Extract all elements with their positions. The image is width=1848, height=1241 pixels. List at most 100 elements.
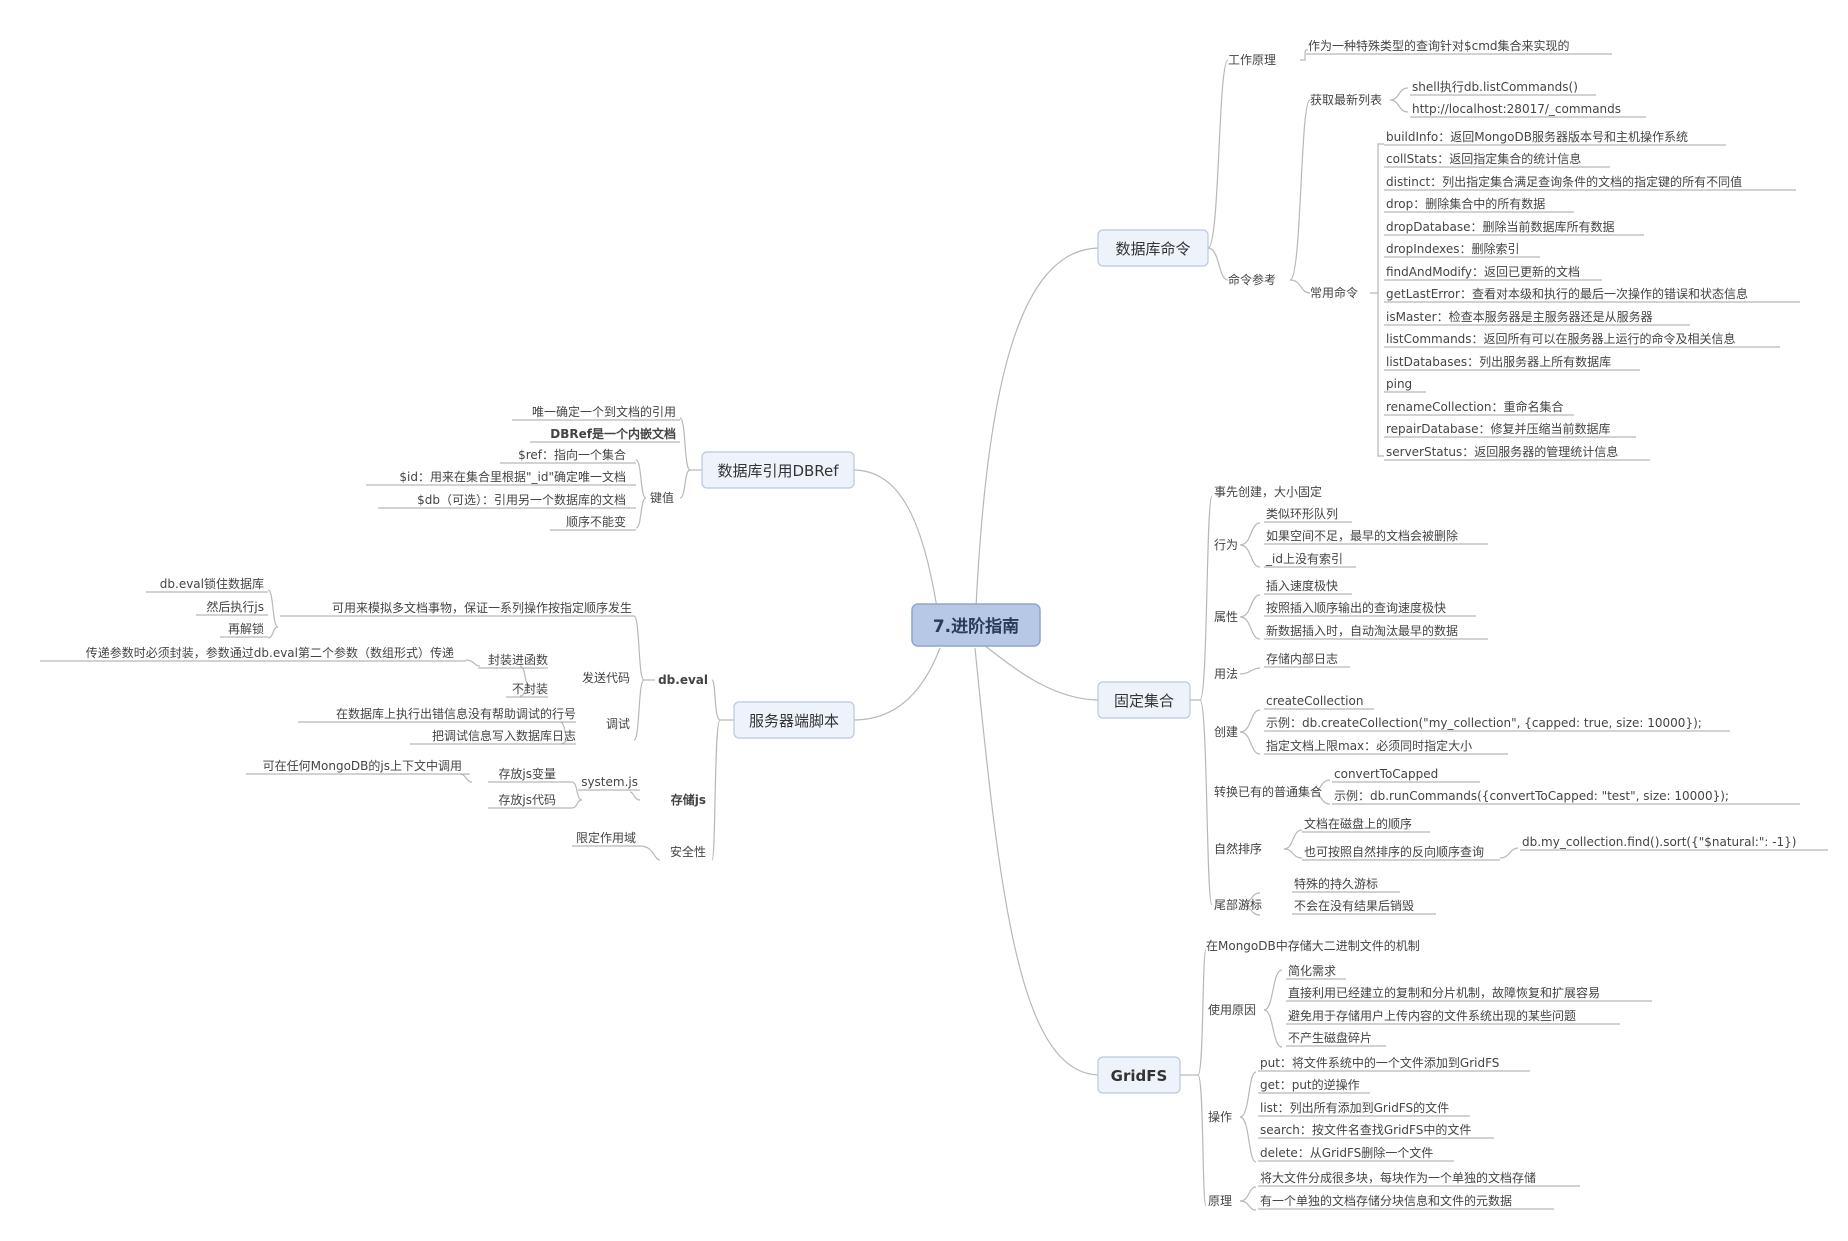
eval-simulate-item: 再解锁 [228,621,264,636]
common-cmd-item: ping [1386,377,1412,391]
store-code: 存放js代码 [498,792,556,807]
capped-props-item: 插入速度极快 [1266,578,1338,593]
dbref-key-item: 顺序不能变 [566,514,626,529]
dbcmd-latest-label: 获取最新列表 [1310,92,1382,107]
topic-dbcmd-title: 数据库命令 [1115,240,1190,258]
gridfs-reason-item: 简化需求 [1288,964,1336,978]
capped-usage-label: 用法 [1214,667,1238,681]
eval-send-label: 发送代码 [582,670,630,685]
eval-send-wrap-label: 封装进函数 [488,652,548,667]
common-cmd-item: findAndModify：返回已更新的文档 [1386,264,1580,279]
dbref-item: DBRef是一个内嵌文档 [550,426,676,441]
dbref-keys-label: 键值 [650,490,674,505]
common-cmd-item: listCommands：返回所有可以在服务器上运行的命令及相关信息 [1386,331,1736,346]
capped-behavior-item: 如果空间不足，最早的文档会被删除 [1266,528,1458,543]
eval-debug-item: 把调试信息写入数据库日志 [432,728,576,743]
gridfs-principle-item: 将大文件分成很多块，每块作为一个单独的文档存储 [1260,1170,1536,1185]
capped-tail-item: 不会在没有结果后销毁 [1294,898,1414,913]
capped-create-item: 指定文档上限max：必须同时指定大小 [1266,738,1472,753]
eval-debug-item: 在数据库上执行出错信息没有帮助调试的行号 [336,706,576,721]
script-store-label: 存储js [670,792,706,807]
eval-send-wrap-note: 传递参数时必须封装，参数通过db.eval第二个参数（数组形式）传递 [86,645,454,660]
capped-tail-item: 特殊的持久游标 [1294,876,1378,891]
dbref-key-item: $db（可选）：引用另一个数据库的文档 [417,492,626,507]
dbref-item: 唯一确定一个到文档的引用 [532,404,676,419]
capped-create-label: 创建 [1214,725,1238,739]
topic-dbref-title: 数据库引用DBRef [717,462,839,480]
topic-capped-title: 固定集合 [1114,692,1174,710]
store-systemjs-label: system.js [581,775,638,789]
capped-props-label: 属性 [1214,610,1238,624]
dbref-key-item: $id：用来在集合里根据"_id"确定唯一文档 [399,469,626,484]
common-cmd-item: serverStatus：返回服务器的管理统计信息 [1386,444,1618,459]
capped-natural-example: db.my_collection.find().sort({"$natural:… [1522,835,1796,849]
capped-usage-item: 存储内部日志 [1266,651,1338,666]
script-eval-label: db.eval [658,673,708,687]
eval-simulate-label: 可用来模拟多文档事物，保证一系列操作按指定顺序发生 [332,600,632,615]
capped-convert-item: convertToCapped [1334,767,1438,781]
root-connectors [852,247,1101,1076]
capped-behavior-item: 类似环形队列 [1266,506,1338,521]
dbcmd-common-label: 常用命令 [1310,285,1358,300]
gridfs-principle-label: 原理 [1208,1194,1232,1208]
capped-subtopics: 事先创建，大小固定 行为 类似环形队列 如果空间不足，最早的文档会被删除 _id… [1214,484,1828,915]
capped-props-item: 按照插入顺序输出的查询速度极快 [1266,600,1446,615]
root-title: 7.进阶指南 [933,616,1019,637]
eval-simulate-item: db.eval锁住数据库 [160,576,264,591]
common-cmd-item: distinct：列出指定集合满足查询条件的文档的指定键的所有不同值 [1386,174,1742,189]
capped-create-item: createCollection [1266,694,1363,708]
common-cmd-item: listDatabases：列出服务器上所有数据库 [1386,354,1611,369]
topic-capped[interactable]: 固定集合 [1097,681,1191,719]
capped-natural-item: 也可按照自然排序的反向顺序查询 [1304,844,1484,859]
common-cmd-item: renameCollection：重命名集合 [1386,399,1563,414]
dbref-subtopics: 唯一确定一个到文档的引用 DBRef是一个内嵌文档 键值 $ref：指向一个集合… [366,404,680,531]
gridfs-subtopics: 在MongoDB中存储大二进制文件的机制 使用原因 简化需求 直接利用已经建立的… [1206,938,1652,1210]
store-var: 存放js变量 [498,766,556,781]
script-security-label: 安全性 [670,844,706,859]
common-cmd-item: collStats：返回指定集合的统计信息 [1386,151,1581,166]
gridfs-op-item: get：put的逆操作 [1260,1077,1360,1092]
eval-send-nowrap: 不封装 [512,682,548,696]
capped-natural-label: 自然排序 [1214,841,1262,856]
root-node[interactable]: 7.进阶指南 [911,603,1041,647]
gridfs-op-item: list：列出所有添加到GridFS的文件 [1260,1100,1449,1115]
gridfs-reasons-label: 使用原因 [1208,1002,1256,1017]
gridfs-op-item: search：按文件名查找GridFS中的文件 [1260,1122,1471,1137]
topic-gridfs[interactable]: GridFS [1097,1056,1181,1094]
common-cmd-item: drop：删除集合中的所有数据 [1386,196,1545,211]
capped-tail-label: 尾部游标 [1214,897,1262,912]
dbcmd-latest-item: http://localhost:28017/_commands [1412,102,1621,116]
topic-script[interactable]: 服务器端脚本 [733,701,855,739]
store-var-note: 可在任何MongoDB的js上下文中调用 [263,758,462,773]
dbcmd-common-list: buildInfo：返回MongoDB服务器版本号和主机操作系统 collSta… [1384,129,1800,461]
capped-behavior-item: _id上没有索引 [1265,551,1343,566]
gridfs-op-item: delete：从GridFS删除一个文件 [1260,1145,1433,1160]
gridfs-principle-item: 有一个单独的文档存储分块信息和文件的元数据 [1260,1193,1512,1208]
eval-simulate-item: 然后执行js [206,599,264,614]
common-cmd-item: isMaster：检查本服务器是主服务器还是从服务器 [1386,309,1653,324]
common-cmd-item: buildInfo：返回MongoDB服务器版本号和主机操作系统 [1386,129,1688,144]
gridfs-intro: 在MongoDB中存储大二进制文件的机制 [1206,938,1420,953]
capped-natural-item: 文档在磁盘上的顺序 [1304,816,1412,831]
topic-dbref[interactable]: 数据库引用DBRef [701,451,855,489]
gridfs-reason-item: 不产生磁盘碎片 [1288,1030,1372,1045]
gridfs-op-item: put：将文件系统中的一个文件添加到GridFS [1260,1055,1499,1070]
dbcmd-principle-text: 作为一种特殊类型的查询针对$cmd集合来实现的 [1308,38,1570,53]
topic-gridfs-title: GridFS [1111,1067,1168,1085]
capped-behavior-label: 行为 [1214,538,1238,552]
common-cmd-item: repairDatabase：修复并压缩当前数据库 [1386,421,1611,436]
topic-script-title: 服务器端脚本 [749,712,839,730]
topic-dbcmd[interactable]: 数据库命令 [1097,229,1209,267]
branch-connectors [267,49,1519,1211]
capped-convert-label: 转换已有的普通集合 [1214,784,1322,799]
gridfs-reason-item: 避免用于存储用户上传内容的文件系统出现的某些问题 [1288,1008,1576,1023]
capped-pre: 事先创建，大小固定 [1214,484,1322,499]
dbcmd-latest-item: shell执行db.listCommands() [1412,80,1578,94]
common-cmd-item: dropDatabase：删除当前数据库所有数据 [1386,219,1615,234]
security-item: 限定作用域 [576,830,636,845]
dbcmd-subtopics: 工作原理 作为一种特殊类型的查询针对$cmd集合来实现的 命令参考 获取最新列表… [1228,38,1646,300]
gridfs-reason-item: 直接利用已经建立的复制和分片机制，故障恢复和扩展容易 [1288,985,1600,1000]
gridfs-ops-label: 操作 [1208,1109,1232,1124]
script-subtopics: db.eval 可用来模拟多文档事物，保证一系列操作按指定顺序发生 db.eva… [40,576,708,859]
